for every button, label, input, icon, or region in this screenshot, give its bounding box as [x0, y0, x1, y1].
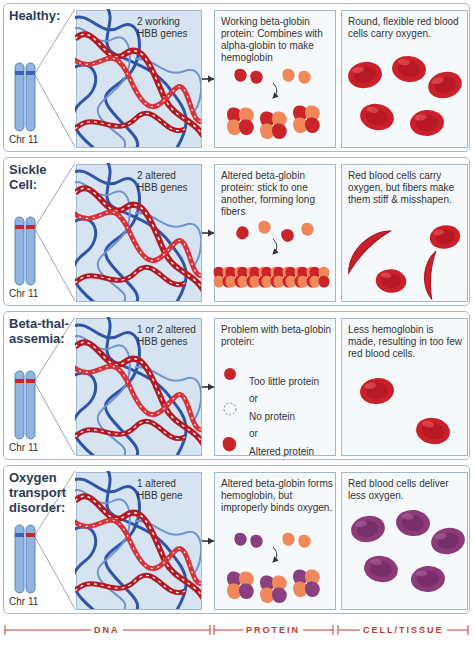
row-panel: Oxygen transport disorder: 1 altered HBB … [3, 465, 470, 614]
cell-box: Red blood cells deliver less oxygen. [341, 472, 468, 610]
option-or: or [249, 428, 333, 440]
option-text: Too little protein [249, 376, 333, 388]
chromosome-label: Chr 11 [9, 596, 38, 608]
axis-label: DNA [91, 624, 123, 636]
chromosome-label: Chr 11 [9, 134, 38, 146]
cell-note: Less hemoglobin is made, resulting in to… [348, 324, 464, 360]
protein-note: Problem with beta-globin protein: [221, 324, 333, 348]
option-or: or [249, 393, 333, 405]
dna-box: 2 altered HBB genes [76, 164, 202, 302]
row-label: Beta-thal- assemia: [9, 316, 77, 346]
dna-helix [75, 471, 201, 609]
protein-note: Altered beta-globin protein: stick to on… [221, 170, 333, 218]
dna-box: 2 working HBB genes [76, 10, 202, 148]
row-panel: Healthy: 2 working HBB genes Working beta-… [3, 3, 470, 152]
cell-note: Red blood cells deliver less oxygen. [348, 478, 464, 502]
protein-box: Working beta-globin protein: Combines wi… [214, 10, 336, 148]
protein-box: Problem with beta-globin protein: Too lit… [214, 318, 336, 456]
chromosome-label: Chr 11 [9, 442, 38, 454]
dna-helix [75, 9, 201, 147]
gene-note: 1 or 2 altered HBB genes [137, 324, 199, 348]
gene-note: 2 altered HBB genes [137, 170, 199, 194]
bracket [214, 625, 333, 635]
row-label: Healthy: [9, 8, 77, 23]
row-label: Oxygen transport disorder: [9, 470, 77, 515]
oxygen-art [15, 467, 467, 613]
row-panel: Sickle Cell: 2 altered HBB genes Altered b… [3, 157, 470, 306]
cell-box: Less hemoglobin is made, resulting in to… [341, 318, 468, 456]
protein-box: Altered beta-globin forms hemoglobin, bu… [214, 472, 336, 610]
protein-note: Altered beta-globin forms hemoglobin, bu… [221, 478, 333, 514]
protein-note: Working beta-globin protein: Combines wi… [221, 16, 333, 64]
option-text: No protein [249, 411, 333, 423]
dna-helix [75, 163, 201, 301]
cell-box: Red blood cells carry oxygen, but fibers… [341, 164, 468, 302]
cell-note: Round, flexible red blood cells carry ox… [348, 16, 464, 40]
row-label: Sickle Cell: [9, 162, 77, 192]
option-text: Altered protein [249, 446, 333, 458]
axis-label: PROTEIN [243, 624, 303, 636]
gene-note: 2 working HBB genes [137, 16, 199, 40]
protein-box: Altered beta-globin protein: stick to on… [214, 164, 336, 302]
cell-note: Red blood cells carry oxygen, but fibers… [348, 170, 464, 206]
bracket [5, 625, 210, 635]
bracket [338, 625, 468, 635]
dna-box: 1 or 2 altered HBB genes [76, 318, 202, 456]
dna-box: 1 altered HBB gene [76, 472, 202, 610]
gene-note: 1 altered HBB gene [137, 478, 199, 502]
row-panel: Beta-thal- assemia: 1 or 2 altered HBB ge… [3, 311, 470, 460]
dna-helix [75, 317, 201, 455]
axis-label: CELL/TISSUE [360, 624, 447, 636]
chromosome-label: Chr 11 [9, 288, 38, 300]
cell-box: Round, flexible red blood cells carry ox… [341, 10, 468, 148]
